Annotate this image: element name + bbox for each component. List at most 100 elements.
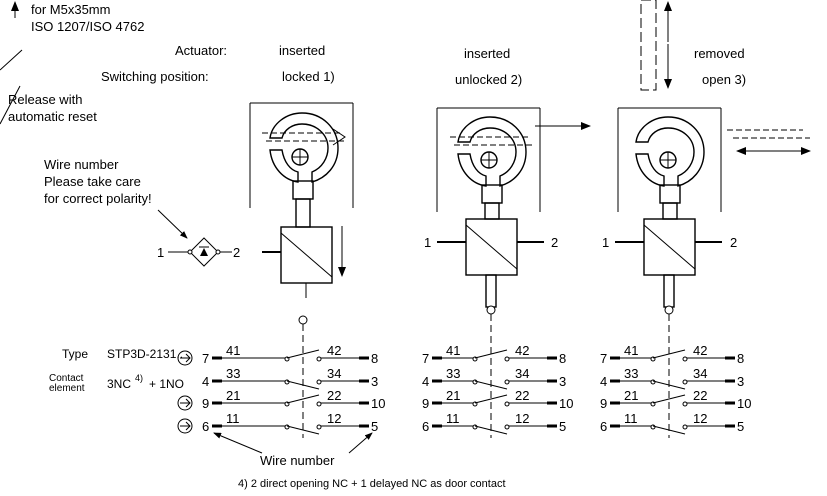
svg-text:1: 1 (602, 235, 609, 250)
left-terminal: 4 (202, 374, 209, 389)
wire-note-arrow (157, 209, 188, 239)
right-pair-number: 22 (515, 388, 529, 403)
contact-row: 6 11 12 5 (202, 411, 378, 435)
right-terminal: 3 (371, 374, 378, 389)
left-terminal: 4 (600, 374, 607, 389)
col2-position: unlocked 2) (455, 72, 522, 87)
screw-note-line1: for M5x35mm (31, 2, 110, 17)
left-pair-number: 41 (226, 343, 240, 358)
type-block: Type STP3D-2131.. Contact element 3NC 4)… (49, 347, 184, 394)
wire-arrow-left (213, 432, 263, 454)
screw-note-line2: ISO 1207/ISO 4762 (31, 19, 144, 34)
col1-actuator: inserted (279, 43, 325, 58)
wire-number-callout: Wire number (213, 432, 373, 468)
mechanism-open: 1 2 (602, 0, 811, 308)
actuator-label: Actuator: (175, 43, 227, 58)
left-pair-number: 41 (624, 343, 638, 358)
contact-label-1: Contact (49, 373, 84, 384)
contact-row: 6 11 12 5 (422, 411, 566, 435)
wire-note-line2: Please take care (44, 174, 141, 189)
coil-terminal-1: 1 (157, 245, 164, 260)
mechanism-unlocked: 1 2 (424, 107, 591, 308)
left-terminal: 9 (422, 396, 429, 411)
left-pair-number: 21 (446, 388, 460, 403)
right-terminal: 3 (737, 374, 744, 389)
left-terminal: 4 (422, 374, 429, 389)
right-pair-number: 22 (693, 388, 707, 403)
contact-row: 9 21 22 10 (600, 388, 751, 411)
coil-connection: 1 2 (157, 237, 240, 267)
switching-position-label: Switching position: (101, 69, 209, 84)
forced-opening-markers (177, 350, 193, 434)
right-pair-number: 42 (327, 343, 341, 358)
screw-note: for M5x35mm ISO 1207/ISO 4762 (0, 1, 144, 71)
circled-arrow-icon (177, 418, 193, 434)
footnote: 4) 2 direct opening NC + 1 delayed NC as… (238, 478, 506, 490)
left-pair-number: 21 (624, 388, 638, 403)
diode-bridge-icon (189, 237, 219, 267)
right-pair-number: 12 (515, 411, 529, 426)
left-terminal: 7 (422, 351, 429, 366)
left-terminal: 7 (600, 351, 607, 366)
right-pair-number: 42 (693, 343, 707, 358)
contact-value-a: 3NC (107, 377, 131, 391)
contact-row: 7 41 42 8 (600, 343, 744, 366)
right-terminal: 3 (559, 374, 566, 389)
right-pair-number: 34 (515, 366, 529, 381)
left-pair-number: 11 (446, 411, 460, 426)
right-terminal: 10 (559, 396, 573, 411)
right-pair-number: 12 (693, 411, 707, 426)
mechanism-locked (249, 102, 354, 298)
leader-line (0, 49, 23, 71)
right-terminal: 8 (559, 351, 566, 366)
left-terminal: 6 (600, 419, 607, 434)
left-pair-number: 11 (624, 411, 638, 426)
circled-arrow-icon (177, 395, 193, 411)
right-pair-number: 34 (327, 366, 341, 381)
wire-arrow-right (348, 432, 373, 454)
wire-note-line1: Wire number (44, 157, 119, 172)
right-pair-number: 12 (327, 411, 341, 426)
right-terminal: 10 (371, 396, 385, 411)
release-line1: Release with (8, 92, 82, 107)
left-terminal: 9 (202, 396, 209, 411)
circled-arrow-icon (177, 350, 193, 366)
svg-text:2: 2 (551, 235, 558, 250)
col2-actuator: inserted (464, 46, 510, 61)
wire-note: Wire number Please take care for correct… (44, 157, 188, 239)
contact-row: 4 33 34 3 (600, 366, 744, 390)
col3-position: open 3) (702, 72, 746, 87)
release-line2: automatic reset (8, 109, 97, 124)
left-terminal: 6 (202, 419, 209, 434)
right-terminal: 10 (737, 396, 751, 411)
release-note: Release with automatic reset (0, 85, 97, 125)
right-terminal: 8 (737, 351, 744, 366)
right-terminal: 8 (371, 351, 378, 366)
type-value: STP3D-2131.. (107, 347, 183, 361)
wire-number-label: Wire number (260, 453, 335, 468)
contact-value-sup: 4) (135, 373, 143, 383)
type-label: Type (62, 347, 88, 361)
left-terminal: 7 (202, 351, 209, 366)
right-pair-number: 34 (693, 366, 707, 381)
left-pair-number: 11 (226, 411, 240, 426)
col1-position: locked 1) (282, 69, 335, 84)
left-terminal: 9 (600, 396, 607, 411)
contact-row: 9 21 22 10 (422, 388, 573, 411)
left-pair-number: 33 (624, 366, 638, 381)
left-pair-number: 33 (446, 366, 460, 381)
coil-terminal-2: 2 (233, 245, 240, 260)
left-terminal: 6 (422, 419, 429, 434)
svg-text:2: 2 (730, 235, 737, 250)
contact-row: 7 41 42 8 (202, 343, 378, 366)
left-pair-number: 41 (446, 343, 460, 358)
release-leader (0, 85, 21, 125)
right-terminal: 5 (559, 419, 566, 434)
right-terminal: 5 (371, 419, 378, 434)
